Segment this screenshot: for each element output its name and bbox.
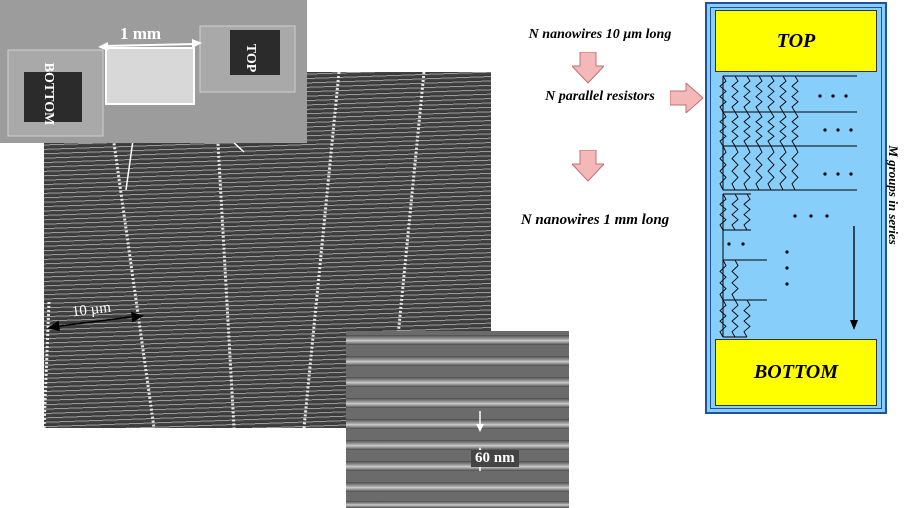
ellipsis-dot xyxy=(785,266,789,270)
resistor-symbol xyxy=(755,111,763,147)
bottom-electrode-label: BOTTOM xyxy=(753,361,839,383)
mm-scale-line xyxy=(103,43,197,47)
sem-overlay xyxy=(44,72,426,428)
top-electrode-pad: TOP xyxy=(715,10,877,72)
ellipsis-dot xyxy=(825,214,829,218)
ellipsis-dot xyxy=(823,172,827,176)
ellipsis-dot xyxy=(823,128,827,132)
resistor-symbol xyxy=(743,193,751,231)
flow-step-3: N nanowires 1 mm long xyxy=(520,212,670,228)
resistor-symbol xyxy=(779,145,787,191)
resistor-symbol xyxy=(767,111,775,147)
ellipsis-dot xyxy=(727,242,731,246)
bottom-pad xyxy=(24,72,82,122)
resistor-symbol xyxy=(791,145,799,191)
resistor-symbol xyxy=(731,259,739,301)
resistor-symbol xyxy=(731,145,739,191)
bottom-electrode-pad: BOTTOM xyxy=(715,339,877,406)
nm-arrowhead-down xyxy=(476,424,484,432)
ellipsis-dot xyxy=(836,172,840,176)
resistor-symbol xyxy=(779,111,787,147)
ellipsis-dot xyxy=(849,128,853,132)
ellipsis-dot xyxy=(836,128,840,132)
resistor-network xyxy=(719,75,858,338)
resistor-symbol xyxy=(767,145,775,191)
resistor-symbol xyxy=(779,75,787,113)
series-arrowhead xyxy=(850,320,858,330)
resistor-symbol xyxy=(731,299,739,338)
resistor-symbol xyxy=(743,299,751,338)
right-arrow-icon xyxy=(670,83,704,113)
mm-scale-arrowhead xyxy=(98,42,108,51)
resistor-symbol xyxy=(755,75,763,113)
ellipsis-dot xyxy=(741,242,745,246)
sem-zoom-inset: 60 nm xyxy=(346,331,569,508)
top-electrode-label: TOP xyxy=(776,30,816,52)
top-pad xyxy=(230,30,280,75)
resistor-symbol xyxy=(731,111,739,147)
resistor-symbol xyxy=(743,145,751,191)
ellipsis-dot xyxy=(818,94,822,98)
ellipsis-dot xyxy=(785,250,789,254)
ellipsis-dot xyxy=(831,94,835,98)
scale-arrow-head xyxy=(46,320,60,332)
down-arrow-icon xyxy=(572,52,604,84)
bottom-pad-label: BOTTOM xyxy=(41,62,56,126)
resistor-symbol xyxy=(791,75,799,113)
resistor-symbol xyxy=(791,111,799,147)
mm-scale-arrowhead xyxy=(192,39,202,48)
top-pad-label: TOP xyxy=(243,43,258,73)
flow-step-1: N nanowires 10 µm long xyxy=(528,27,672,42)
ellipsis-dot xyxy=(809,214,813,218)
ellipsis-dot xyxy=(793,214,797,218)
mm-scale-label: 1 mm xyxy=(120,24,162,43)
resistor-symbol xyxy=(743,75,751,113)
ellipsis-dot xyxy=(844,94,848,98)
sem-device-inset: 1 mm BOTTOM TOP xyxy=(0,0,307,143)
m-groups-label: M groups in series xyxy=(886,145,901,245)
nanowire-boundary-line xyxy=(212,72,236,428)
resistor-symbol xyxy=(743,111,751,147)
resistor-symbol xyxy=(731,75,739,113)
nanowire-boundary-line xyxy=(44,301,51,428)
ellipsis-dot xyxy=(849,172,853,176)
resistor-symbol xyxy=(731,193,739,231)
nm-scale-label: 60 nm xyxy=(471,450,519,467)
scale-arrow-line xyxy=(51,315,139,328)
resistor-symbol xyxy=(755,145,763,191)
scale-arrow-head xyxy=(131,311,145,323)
circuit-panel: TOP BOTTOM xyxy=(705,2,887,414)
flow-step-2: N parallel resistors xyxy=(545,89,655,104)
nanowire-area xyxy=(105,47,195,105)
zoom-stripes xyxy=(346,335,569,508)
resistor-symbol xyxy=(767,75,775,113)
down-arrow-icon xyxy=(572,150,604,182)
ellipsis-dot xyxy=(785,282,789,286)
device-drawing xyxy=(7,25,296,137)
